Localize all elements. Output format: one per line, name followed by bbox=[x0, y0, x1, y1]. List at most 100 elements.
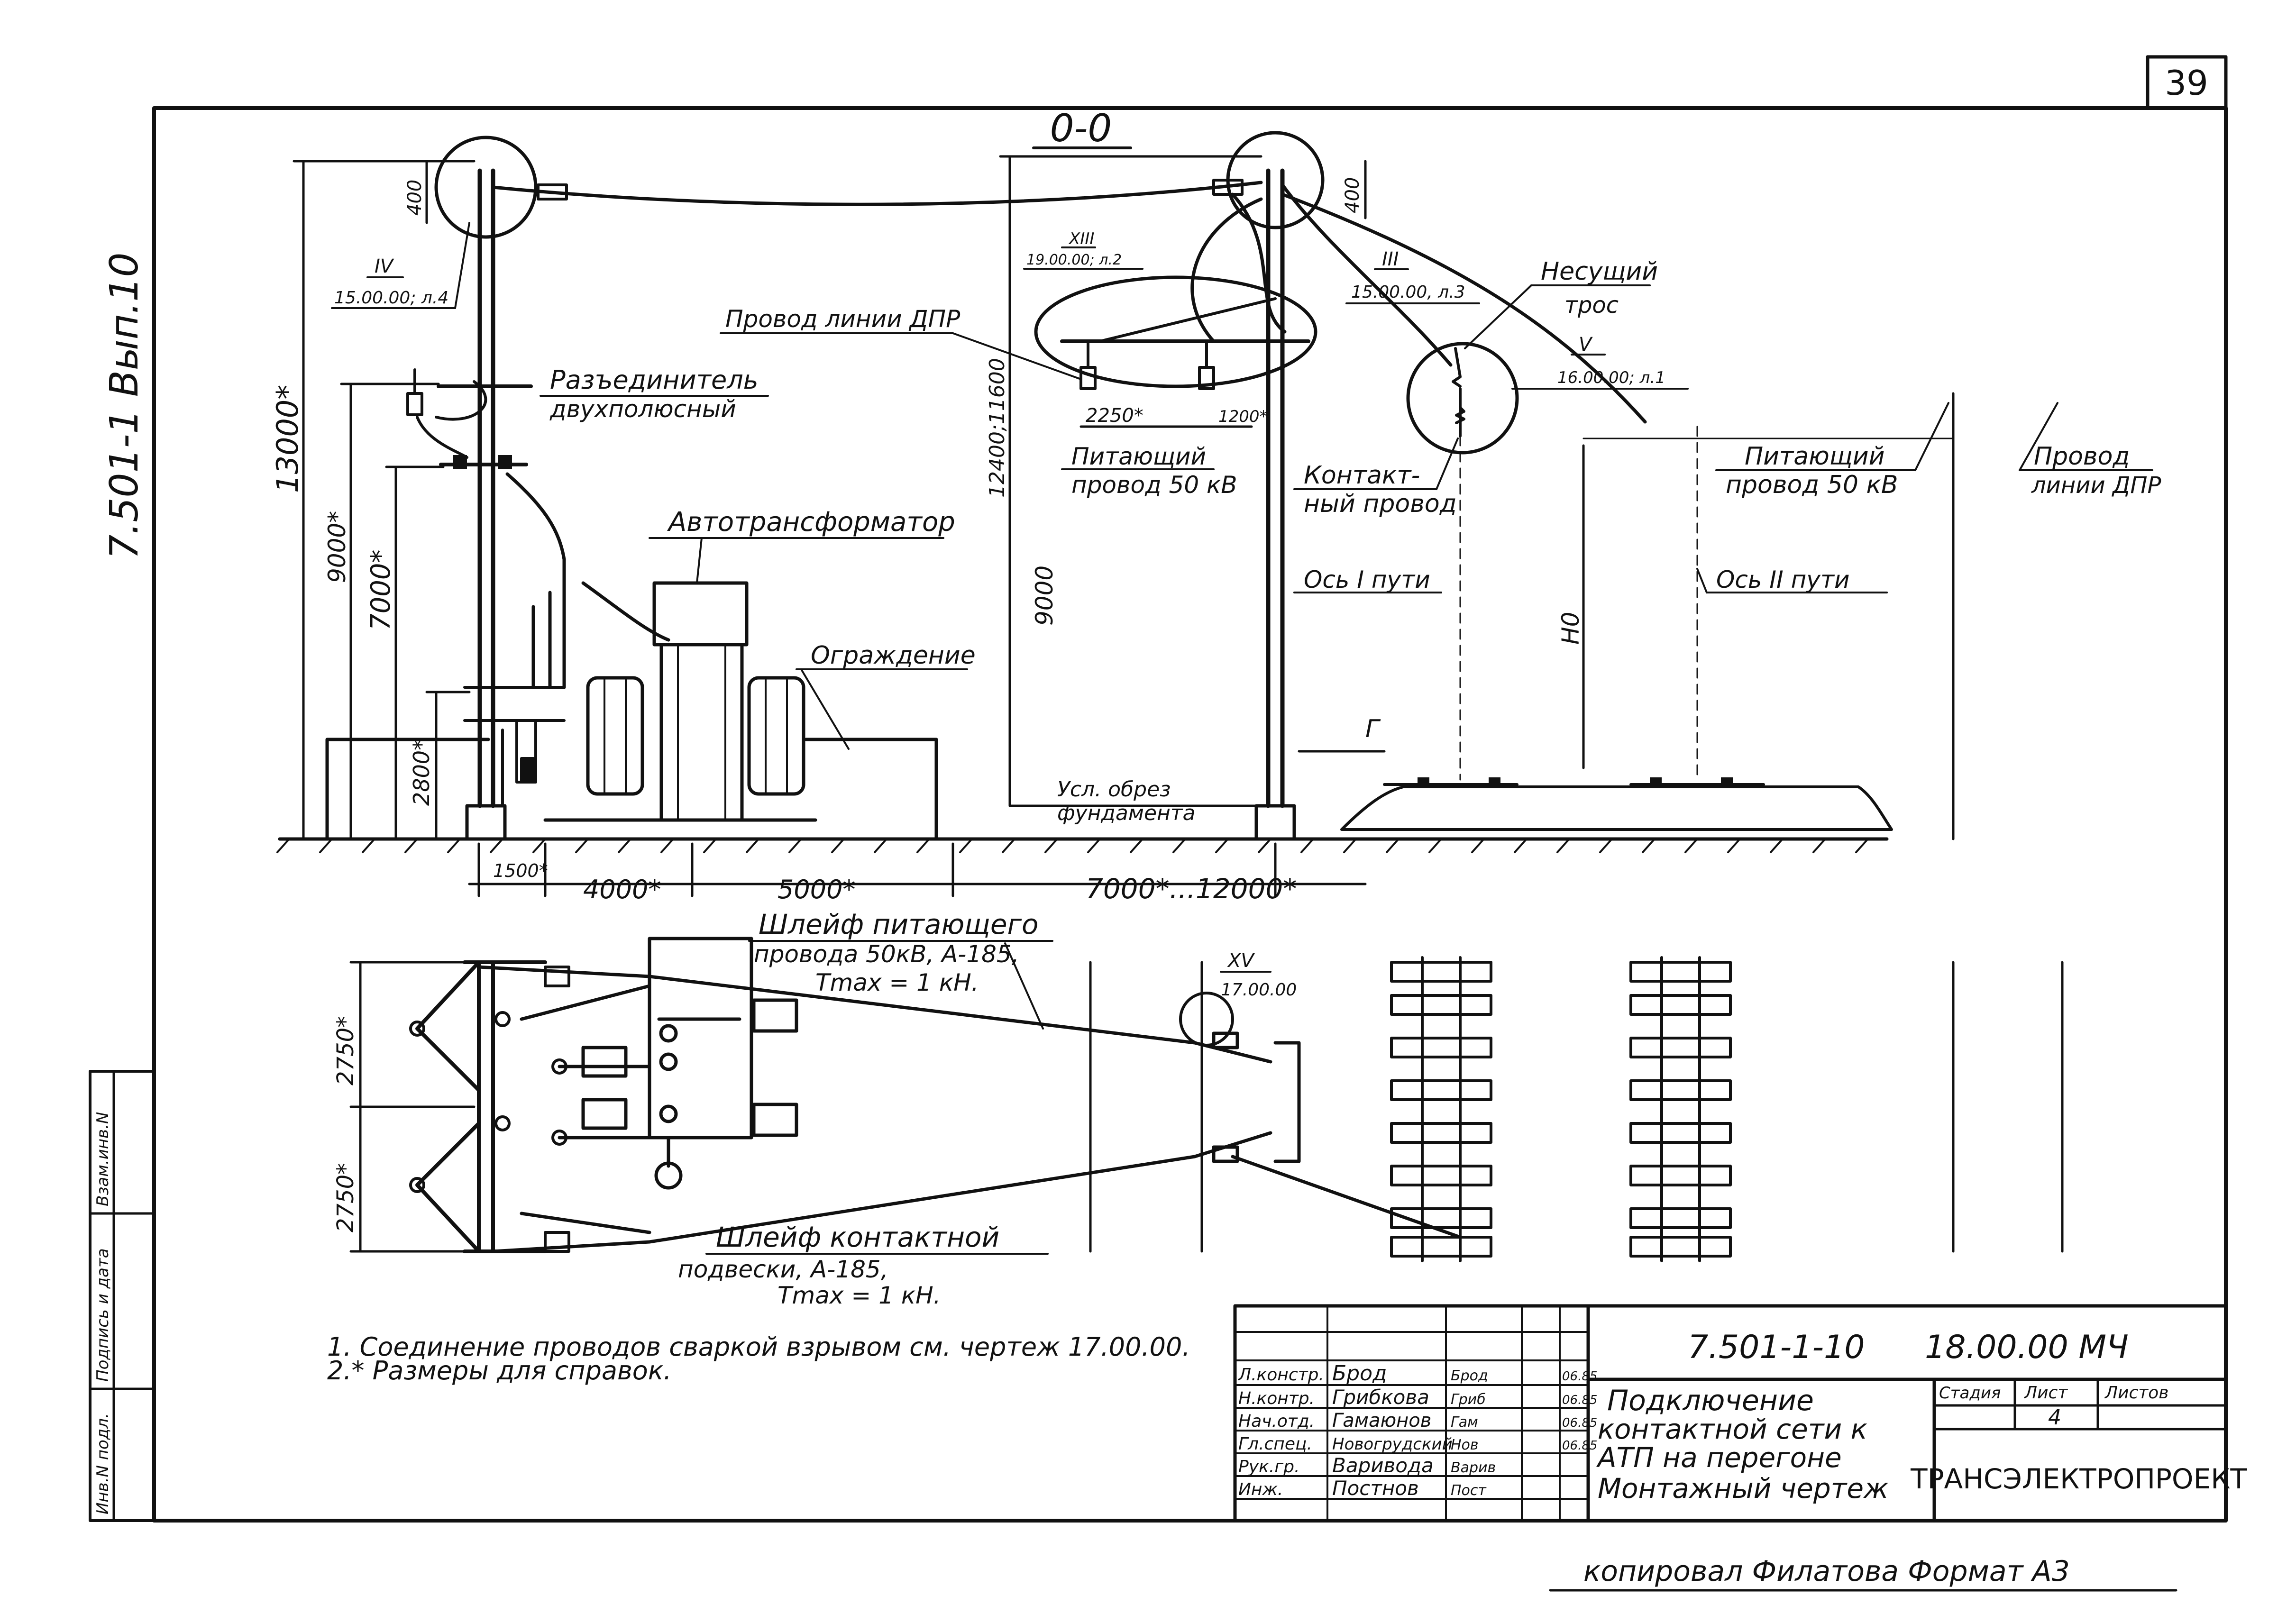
svg-text:Гамаюнов: Гамаюнов bbox=[1332, 1410, 1431, 1432]
dim-9000: 9000 bbox=[1031, 565, 1058, 626]
svg-text:Гл.спец.: Гл.спец. bbox=[1238, 1434, 1312, 1454]
node-v-circle bbox=[1406, 342, 1519, 455]
dim-h0: H0 bbox=[1557, 612, 1584, 645]
svg-text:Брод: Брод bbox=[1332, 1361, 1387, 1386]
sheets-label: Листов bbox=[2104, 1383, 2168, 1403]
stamp-signature-date: Подпись и дата bbox=[93, 1248, 112, 1382]
stage-label: Стадия bbox=[1939, 1384, 2001, 1403]
title-line-4: Монтажный чертеж bbox=[1598, 1472, 1888, 1504]
track-ballast bbox=[1340, 777, 1893, 831]
svg-text:XIII: XIII bbox=[1068, 229, 1094, 248]
title-line-3: АТП на перегоне bbox=[1596, 1441, 1842, 1474]
company-name: ТРАНСЭЛЕКТРОПРОЕКТ bbox=[1910, 1463, 2247, 1495]
svg-text:17.00.00: 17.00.00 bbox=[1221, 980, 1297, 1000]
svg-text:Нач.отд.: Нач.отд. bbox=[1238, 1412, 1315, 1431]
note-1: 1. Соединение проводов сваркой взрывом с… bbox=[327, 1332, 1190, 1362]
staff-row: Гл.спец. Новогрудский Нов 06.85 bbox=[1238, 1434, 1597, 1454]
note-2: 2.* Размеры для справок. bbox=[327, 1356, 672, 1386]
svg-text:подвески, А-185,: подвески, А-185, bbox=[678, 1256, 888, 1283]
dim-2250: 2250* bbox=[1086, 405, 1143, 427]
svg-text:V: V bbox=[1579, 334, 1593, 356]
node-xv-label: XV 17.00.00 bbox=[1220, 950, 1297, 1000]
svg-text:Шлейф контактной: Шлейф контактной bbox=[716, 1221, 999, 1253]
copy-line: копировал Филатова Формат А3 bbox=[1583, 1555, 2070, 1588]
pole-platform bbox=[463, 686, 566, 807]
right-support-pole bbox=[1060, 168, 1310, 841]
label-axis1: Ось I пути bbox=[1304, 566, 1430, 593]
dim-9000-star: 9000* bbox=[323, 511, 351, 583]
dim-4000: 4000* bbox=[583, 875, 661, 904]
sheet-label: Лист bbox=[2023, 1383, 2068, 1403]
dim-400-left: 400 bbox=[404, 180, 426, 216]
label-feeder-1: Питающий bbox=[1071, 443, 1206, 470]
node-iv-circle bbox=[434, 136, 538, 239]
left-support-pole bbox=[437, 168, 533, 841]
node-xiii-circle bbox=[1034, 275, 1317, 388]
autotransformer-unit bbox=[543, 581, 817, 822]
svg-text:XV: XV bbox=[1227, 950, 1255, 972]
svg-text:Варивода: Варивода bbox=[1332, 1454, 1434, 1477]
disconnector bbox=[406, 368, 487, 459]
dim-400-right: 400 bbox=[1342, 177, 1363, 213]
label-feeder-right-1: Питающий bbox=[1745, 442, 1884, 471]
svg-text:Tmax = 1 кН.: Tmax = 1 кН. bbox=[815, 969, 979, 996]
svg-text:Шлейф питающего: Шлейф питающего bbox=[759, 908, 1039, 940]
svg-text:провода 50кВ, А-185,: провода 50кВ, А-185, bbox=[754, 940, 1019, 968]
svg-text:Гриб: Гриб bbox=[1451, 1391, 1486, 1408]
svg-text:Tmax = 1 кН.: Tmax = 1 кН. bbox=[778, 1282, 941, 1309]
plan-view: 2750* 2750* XV 17.00.00 Шлейф питающего … bbox=[332, 908, 2064, 1309]
horizontal-dimensions bbox=[468, 842, 1367, 897]
stamp-replace-inv: Взам.инв.N bbox=[93, 1112, 112, 1206]
node-xiii-label: XIII 19.00.00; л.2 bbox=[1023, 229, 1143, 270]
vertical-dimensions bbox=[293, 155, 1386, 840]
svg-text:15.00.00; л.4: 15.00.00; л.4 bbox=[334, 288, 448, 308]
label-dpr-wire: Провод линии ДПР bbox=[725, 305, 960, 333]
title-block: Л.констр. Брод Брод 06.85 Н.контр. Грибк… bbox=[1233, 1304, 2247, 1523]
plan-insulators bbox=[409, 966, 570, 1253]
sheet-value: 4 bbox=[2048, 1405, 2061, 1430]
svg-text:Гам: Гам bbox=[1451, 1414, 1478, 1431]
svg-text:Брод: Брод bbox=[1451, 1368, 1488, 1384]
dim-1500: 1500* bbox=[493, 860, 548, 881]
label-messenger-2: трос bbox=[1564, 292, 1619, 319]
designation: 7.501-1-10 bbox=[1688, 1329, 1865, 1366]
svg-text:16.00.00; л.1: 16.00.00; л.1 bbox=[1557, 368, 1665, 387]
node-iv-label: IV 15.00.00; л.4 bbox=[331, 222, 470, 309]
svg-text:III: III bbox=[1382, 248, 1399, 270]
dim-7000-12000: 7000*...12000* bbox=[1086, 873, 1297, 905]
svg-text:Варив: Варив bbox=[1451, 1459, 1496, 1476]
svg-text:Постнов: Постнов bbox=[1332, 1477, 1419, 1500]
dpr-insulators bbox=[537, 179, 1244, 390]
label-foundation-1: Усл. обрез bbox=[1057, 777, 1171, 802]
section-title: 0-0 bbox=[1050, 106, 1112, 150]
svg-text:Л.констр.: Л.констр. bbox=[1237, 1365, 1324, 1385]
svg-text:Новогрудский: Новогрудский bbox=[1332, 1435, 1453, 1454]
label-loop-contact: Шлейф контактной подвески, А-185, Tmax =… bbox=[678, 1221, 1049, 1309]
page-number: 39 bbox=[2165, 63, 2208, 103]
plan-portal bbox=[415, 960, 547, 1253]
plan-loops bbox=[477, 965, 1462, 1253]
drawing-frame: 39 bbox=[152, 55, 2228, 1523]
plan-dim-bottom: 2750* bbox=[332, 1163, 359, 1232]
svg-text:Пост: Пост bbox=[1451, 1482, 1487, 1499]
label-feeder-right-2: провод 50 кВ bbox=[1726, 471, 1898, 499]
plan-dimensions bbox=[349, 961, 476, 1253]
label-axis2: Ось II пути bbox=[1716, 566, 1850, 593]
label-dpr-right-2: линии ДПР bbox=[2031, 472, 2161, 499]
node-xv-circle bbox=[1179, 992, 1234, 1047]
dim-2800: 2800* bbox=[409, 739, 434, 806]
svg-text:Рук.гр.: Рук.гр. bbox=[1238, 1457, 1299, 1477]
svg-text:Грибкова: Грибкова bbox=[1332, 1386, 1429, 1409]
plan-dim-top: 2750* bbox=[332, 1016, 359, 1085]
staff-row: Л.констр. Брод Брод 06.85 bbox=[1237, 1361, 1597, 1386]
label-feeder-2: провод 50 кВ bbox=[1071, 471, 1237, 499]
dim-5000: 5000* bbox=[778, 875, 855, 904]
side-stamp: Инв.N подл. Подпись и дата Взам.инв.N bbox=[89, 1070, 156, 1522]
svg-text:Инж.: Инж. bbox=[1238, 1480, 1283, 1499]
plan-sleepers bbox=[1390, 956, 1732, 1262]
plan-axes bbox=[1089, 961, 2064, 1253]
staff-row: Н.контр. Грибкова Гриб 06.85 bbox=[1238, 1386, 1597, 1409]
side-code: 7.501-1 Вып.10 bbox=[102, 252, 147, 559]
label-dpr-right-1: Провод bbox=[2034, 442, 2130, 471]
